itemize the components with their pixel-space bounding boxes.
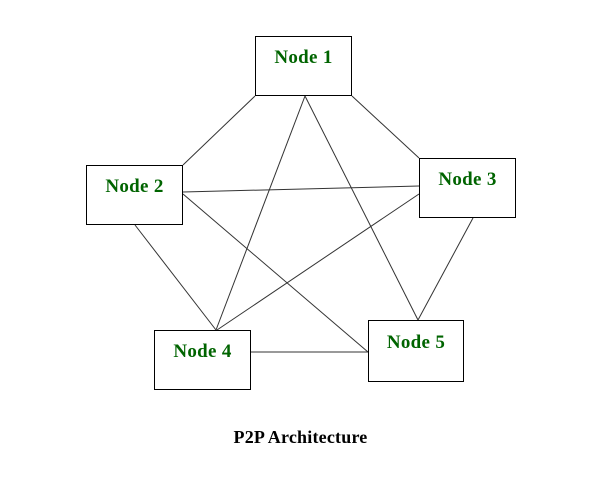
- node-label-node2: Node 2: [105, 175, 164, 197]
- node-box-node1[interactable]: Node 1: [255, 36, 352, 96]
- edge-node2-node4: [134, 224, 217, 331]
- edge-node3-node4: [216, 193, 420, 331]
- node-label-node3: Node 3: [438, 168, 497, 190]
- node-label-node1: Node 1: [274, 46, 333, 68]
- edge-node1-node5: [304, 95, 419, 321]
- diagram-caption: P2P Architecture: [233, 427, 368, 447]
- edge-node1-node2: [182, 95, 256, 166]
- edge-node3-node5: [417, 217, 474, 321]
- edge-node2-node3: [182, 185, 420, 193]
- node-box-node2[interactable]: Node 2: [86, 165, 183, 225]
- node-label-node4: Node 4: [173, 340, 232, 362]
- edge-node1-node3: [351, 95, 420, 159]
- node-box-node4[interactable]: Node 4: [154, 330, 251, 390]
- node-box-node3[interactable]: Node 3: [419, 158, 516, 218]
- edge-node2-node5: [182, 193, 369, 353]
- edge-node1-node4: [215, 95, 306, 331]
- node-box-node5[interactable]: Node 5: [368, 320, 464, 382]
- node-label-node5: Node 5: [386, 331, 446, 353]
